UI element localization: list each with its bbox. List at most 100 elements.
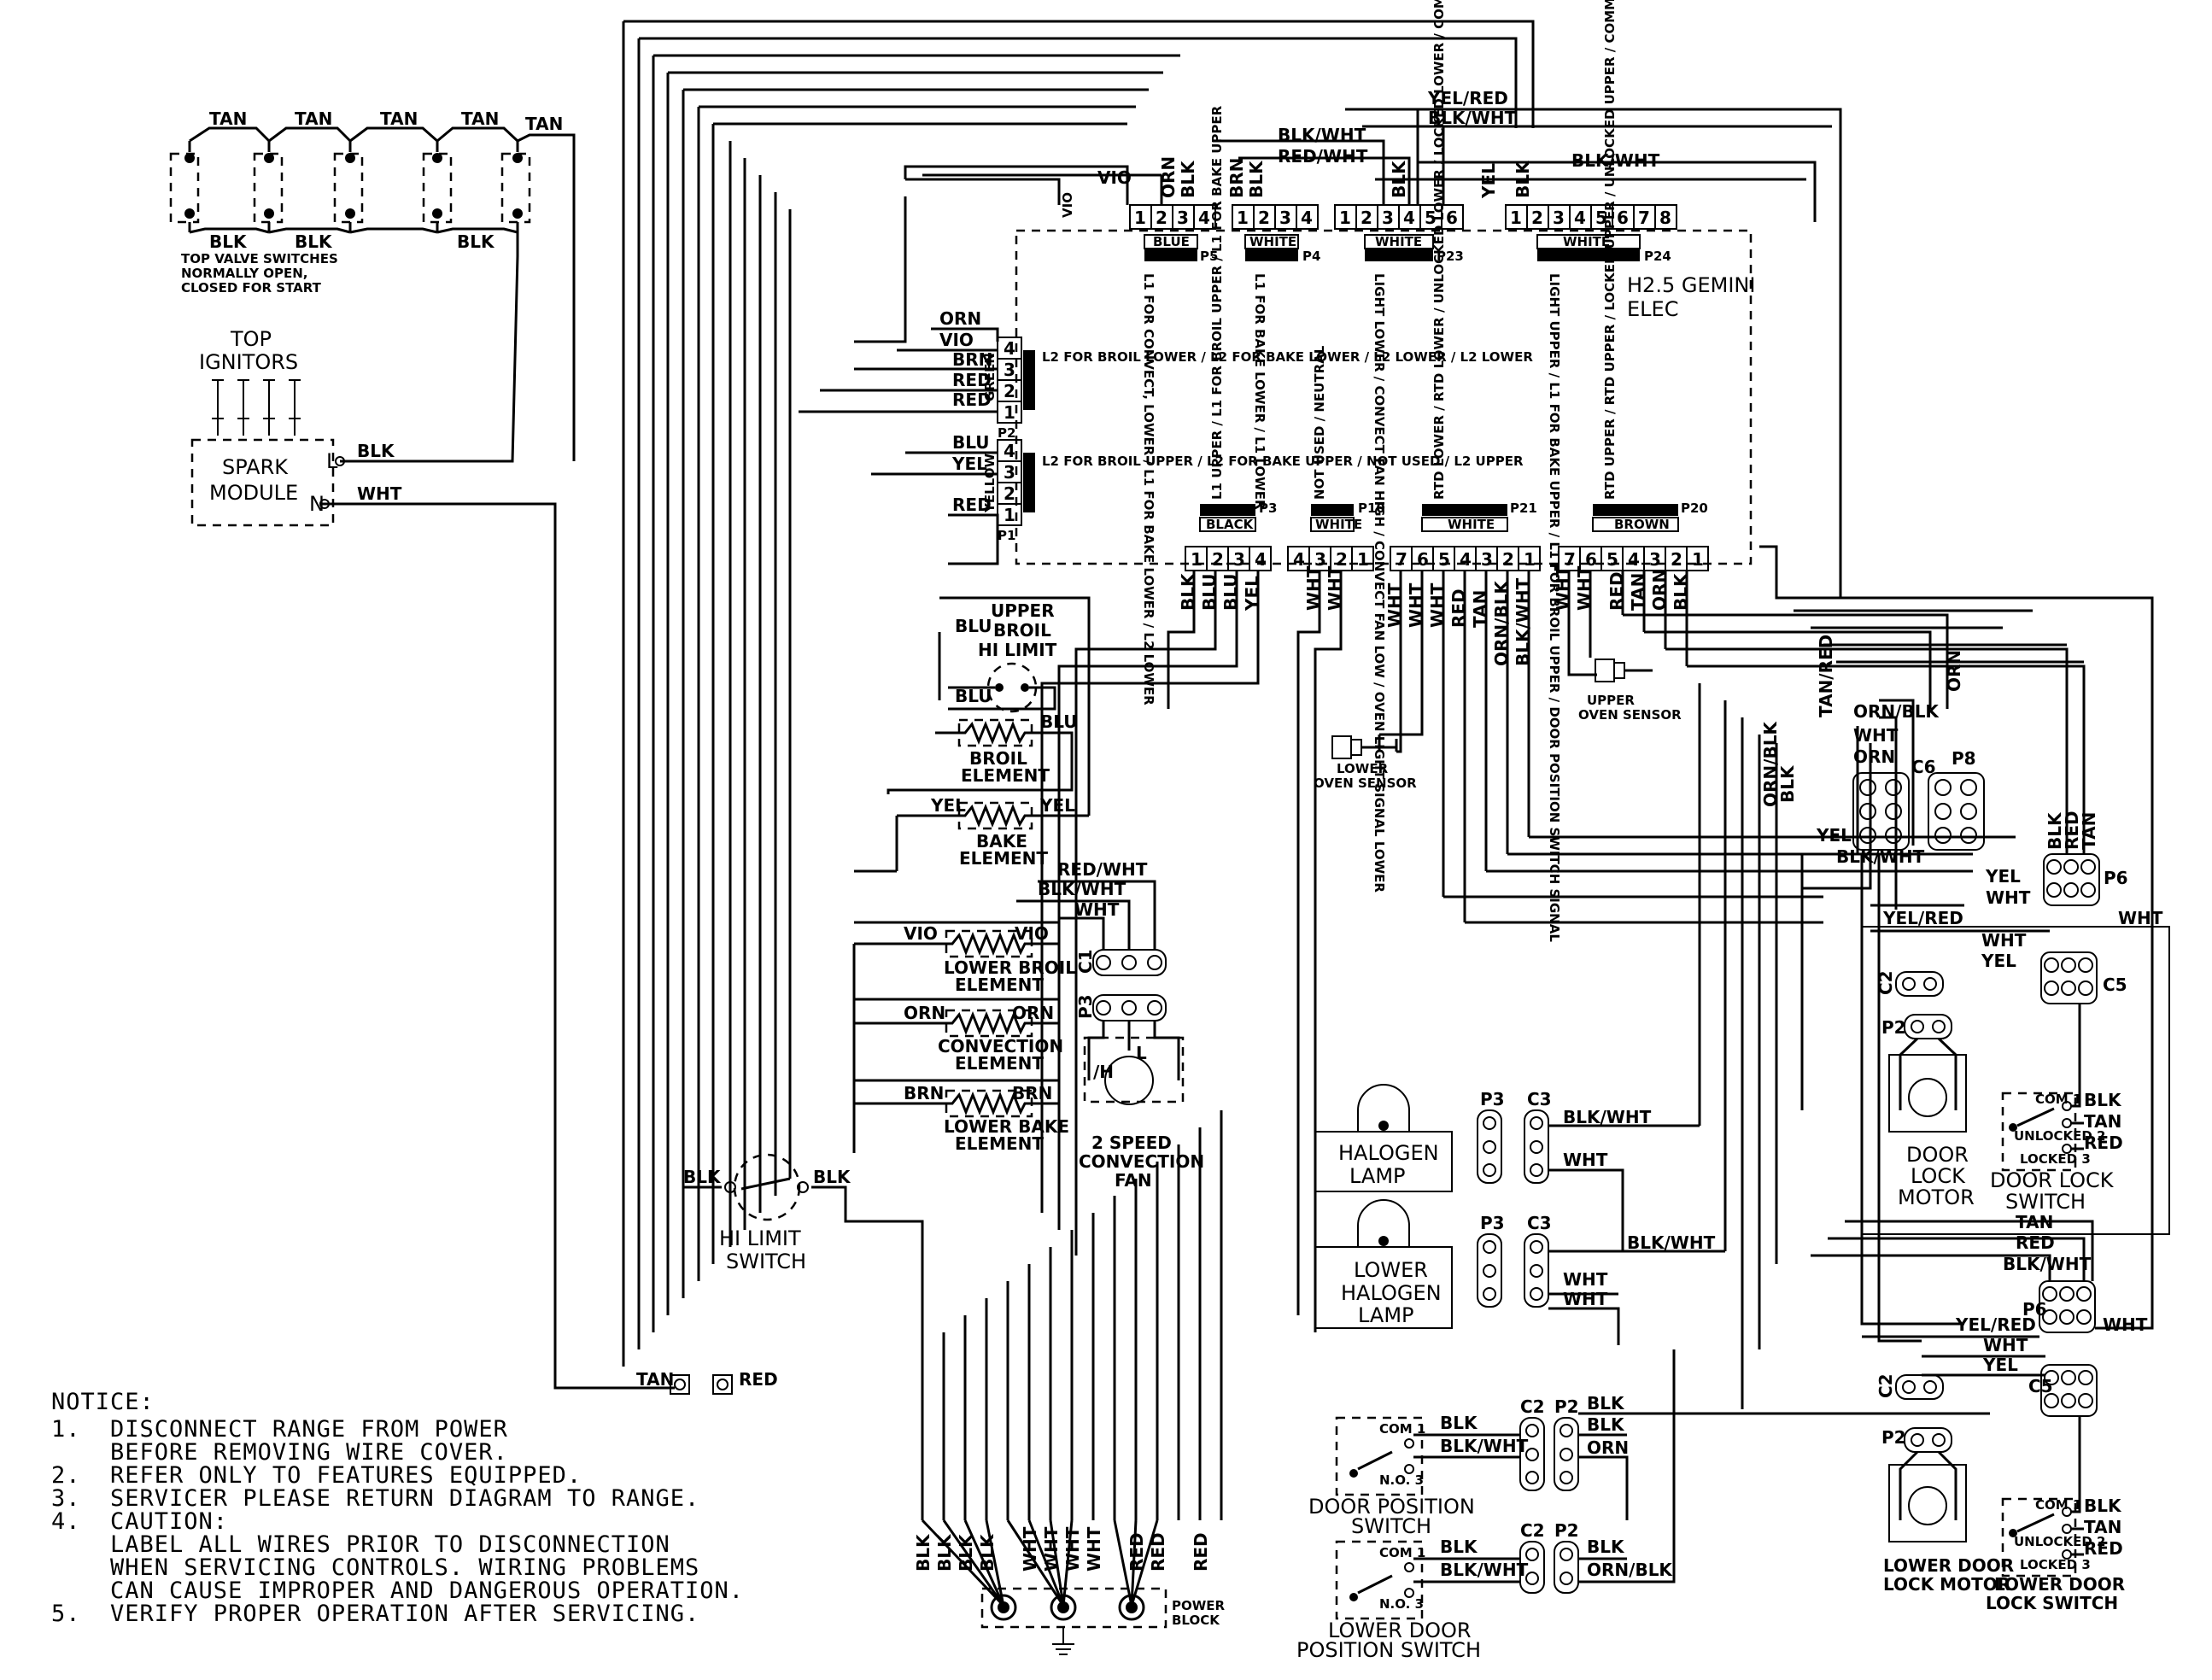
svg-text:2: 2 [1258, 208, 1270, 228]
notice-line-7: WHEN SERVICING CONTROLS. WIRING PROBLEMS [51, 1554, 699, 1581]
p3-functions: L1 UPPER / L1 FOR BROIL UPPER / L1 FOR B… [1209, 105, 1225, 500]
svg-text:YEL/RED: YEL/RED [1882, 908, 1963, 928]
svg-text:WHT: WHT [2103, 1314, 2148, 1335]
controller-subtitle: ELEC [1627, 297, 1678, 321]
svg-text:HALOGEN: HALOGEN [1338, 1141, 1439, 1165]
svg-text:P23: P23 [1437, 249, 1464, 264]
svg-text:2: 2 [1156, 208, 1167, 228]
svg-text:BLU: BLU [952, 432, 990, 453]
svg-text:2: 2 [1004, 483, 1015, 504]
svg-text:ORN: ORN [1012, 1003, 1054, 1023]
svg-text:C5: C5 [2028, 1376, 2053, 1396]
svg-text:7: 7 [1638, 208, 1650, 228]
svg-text:TAN: TAN [2084, 1111, 2121, 1132]
svg-text:BLK: BLK [913, 1533, 933, 1572]
svg-text:C2: C2 [1876, 970, 1896, 995]
svg-text:2: 2 [1671, 549, 1682, 570]
door-lock-lower: WHT YEL C2 C5 P2 LOWER DOOR LOCK MOTOR C… [1876, 1335, 2125, 1613]
svg-text:BLK: BLK [1587, 1537, 1625, 1557]
svg-text:P2: P2 [1881, 1017, 1906, 1038]
svg-text:BRN: BRN [952, 349, 992, 370]
upper-broil-hi-limit: UPPER BROIL HI LIMIT BLU BLU [938, 600, 1057, 713]
svg-text:UNLOCKED 2: UNLOCKED 2 [2014, 1128, 2106, 1144]
svg-text:N.O. 3: N.O. 3 [1379, 1596, 1424, 1612]
svg-text:WHT: WHT [1563, 1269, 1608, 1290]
svg-text:P3: P3 [1075, 994, 1096, 1019]
svg-text:P2: P2 [998, 425, 1015, 441]
svg-text:ELEMENT: ELEMENT [961, 765, 1050, 786]
power-block: POWER BLOCK BLK BLK BLK BLK WHT WHT WHT … [913, 1110, 1226, 1655]
svg-text:C3: C3 [1527, 1213, 1552, 1233]
ignitors-title-2: IGNITORS [199, 350, 298, 374]
svg-text:YEL: YEL [1478, 163, 1499, 199]
svg-text:4: 4 [1628, 549, 1640, 570]
notice-line-5: 4. CAUTION: [51, 1508, 228, 1535]
board-bottom-wires [1040, 545, 2086, 1332]
notice-line-4: 3. SERVICER PLEASE RETURN DIAGRAM TO RAN… [51, 1485, 699, 1512]
svg-text:BLK: BLK [683, 1167, 722, 1187]
svg-text:P24: P24 [1644, 249, 1671, 264]
svg-text:3: 3 [1382, 208, 1394, 228]
svg-text:OVEN SENSOR: OVEN SENSOR [1314, 776, 1417, 791]
svg-text:RED: RED [952, 389, 992, 410]
lower-door-position-switch: COM 1 N.O. 3 C2 P2 BLK BLK/WHT BLK ORN/B… [1296, 1349, 1676, 1662]
svg-text:YEL: YEL [1039, 795, 1075, 816]
svg-text:8: 8 [1659, 208, 1671, 228]
svg-text:ORN: ORN [904, 1003, 945, 1023]
svg-text:BLK: BLK [1440, 1413, 1478, 1433]
svg-text:LAMP: LAMP [1358, 1303, 1414, 1327]
svg-text:VIO: VIO [904, 923, 938, 944]
plug-c6-upper: C6 P8 ORN/BLK WHT ORN YEL BLK/WHT ORN/BL… [1760, 635, 1985, 867]
svg-text:RED: RED [2084, 1538, 2123, 1559]
top-label-blk-wht-2: BLK/WHT [1278, 125, 1366, 145]
mid-tan-label: TAN [2016, 1212, 2053, 1232]
svg-text:MOTOR: MOTOR [1898, 1185, 1975, 1209]
svg-text:HI LIMIT: HI LIMIT [719, 1226, 801, 1250]
door-lock-upper: WHT YEL C2 C5 P2 DOOR LOCK MOTOR COM 1 U… [1861, 926, 2170, 1235]
svg-text:1: 1 [1004, 402, 1015, 423]
p24-functions: LIGHT UPPER / L1 FOR BAKE UPPER / L1 FOR… [1547, 273, 1562, 942]
svg-text:1: 1 [1692, 549, 1704, 570]
convection-element: ORN ORN CONVECTION ELEMENT [854, 1003, 1063, 1074]
svg-text:P5: P5 [1200, 249, 1218, 264]
svg-text:7: 7 [1564, 549, 1576, 570]
valve-caption-3: CLOSED FOR START [181, 280, 322, 296]
svg-text:P8: P8 [1952, 748, 1976, 769]
top-label-red-wht: RED/WHT [1278, 146, 1368, 167]
svg-text:ELEMENT: ELEMENT [959, 848, 1048, 869]
svg-text:1: 1 [1237, 208, 1249, 228]
connector-p5-blue: 1 2 3 4 BLUE P5 VIO ORN BLK [1060, 156, 1218, 264]
svg-text:WHT: WHT [1563, 1289, 1608, 1309]
lower-halogen-lamp: LOWER HALOGEN LAMP P3 C3 BLK/WHT WHT WHT [1314, 1199, 1725, 1345]
svg-text:N.O. 3: N.O. 3 [1379, 1472, 1424, 1488]
svg-text:WHT: WHT [1041, 1526, 1062, 1572]
top-label-blk-wht-1: BLK/WHT [1428, 108, 1517, 128]
svg-text:COM 1: COM 1 [1379, 1421, 1425, 1437]
svg-text:1: 1 [1191, 549, 1203, 570]
svg-text:5: 5 [1595, 208, 1607, 228]
svg-text:C5: C5 [2103, 975, 2127, 995]
svg-text:6: 6 [1446, 208, 1458, 228]
svg-text:SWITCH: SWITCH [2005, 1190, 2086, 1214]
svg-text:YEL: YEL [930, 795, 966, 816]
svg-text:2: 2 [1531, 208, 1543, 228]
svg-text:POSITION SWITCH: POSITION SWITCH [1296, 1638, 1481, 1662]
svg-text:4: 4 [1574, 208, 1586, 228]
svg-text:LOWER BAKE: LOWER BAKE [944, 1116, 1069, 1137]
svg-text:RED/WHT: RED/WHT [1057, 859, 1148, 880]
spark-module-l: L [326, 449, 338, 473]
lower-bake-element: BRN BRN LOWER BAKE ELEMENT [854, 1083, 1069, 1154]
svg-text:WHT: WHT [1983, 1335, 2028, 1355]
svg-text:COM 1: COM 1 [1379, 1545, 1425, 1560]
top-valve-switches: TAN TAN TAN TAN TAN BLK BLK BLK TOP VALV… [169, 108, 576, 461]
svg-text:LOCKED 3: LOCKED 3 [2020, 1151, 2091, 1167]
svg-text:BLU: BLU [955, 616, 992, 636]
svg-text:WHITE: WHITE [1315, 517, 1362, 532]
svg-text:SWITCH: SWITCH [726, 1250, 806, 1273]
svg-text:LOCK SWITCH: LOCK SWITCH [1986, 1593, 2118, 1613]
right-harness [1698, 572, 2154, 1409]
svg-text:3: 3 [1279, 208, 1291, 228]
svg-text:3: 3 [1233, 549, 1245, 570]
svg-text:2 SPEED: 2 SPEED [1091, 1133, 1172, 1153]
svg-text:VIO: VIO [939, 330, 974, 350]
